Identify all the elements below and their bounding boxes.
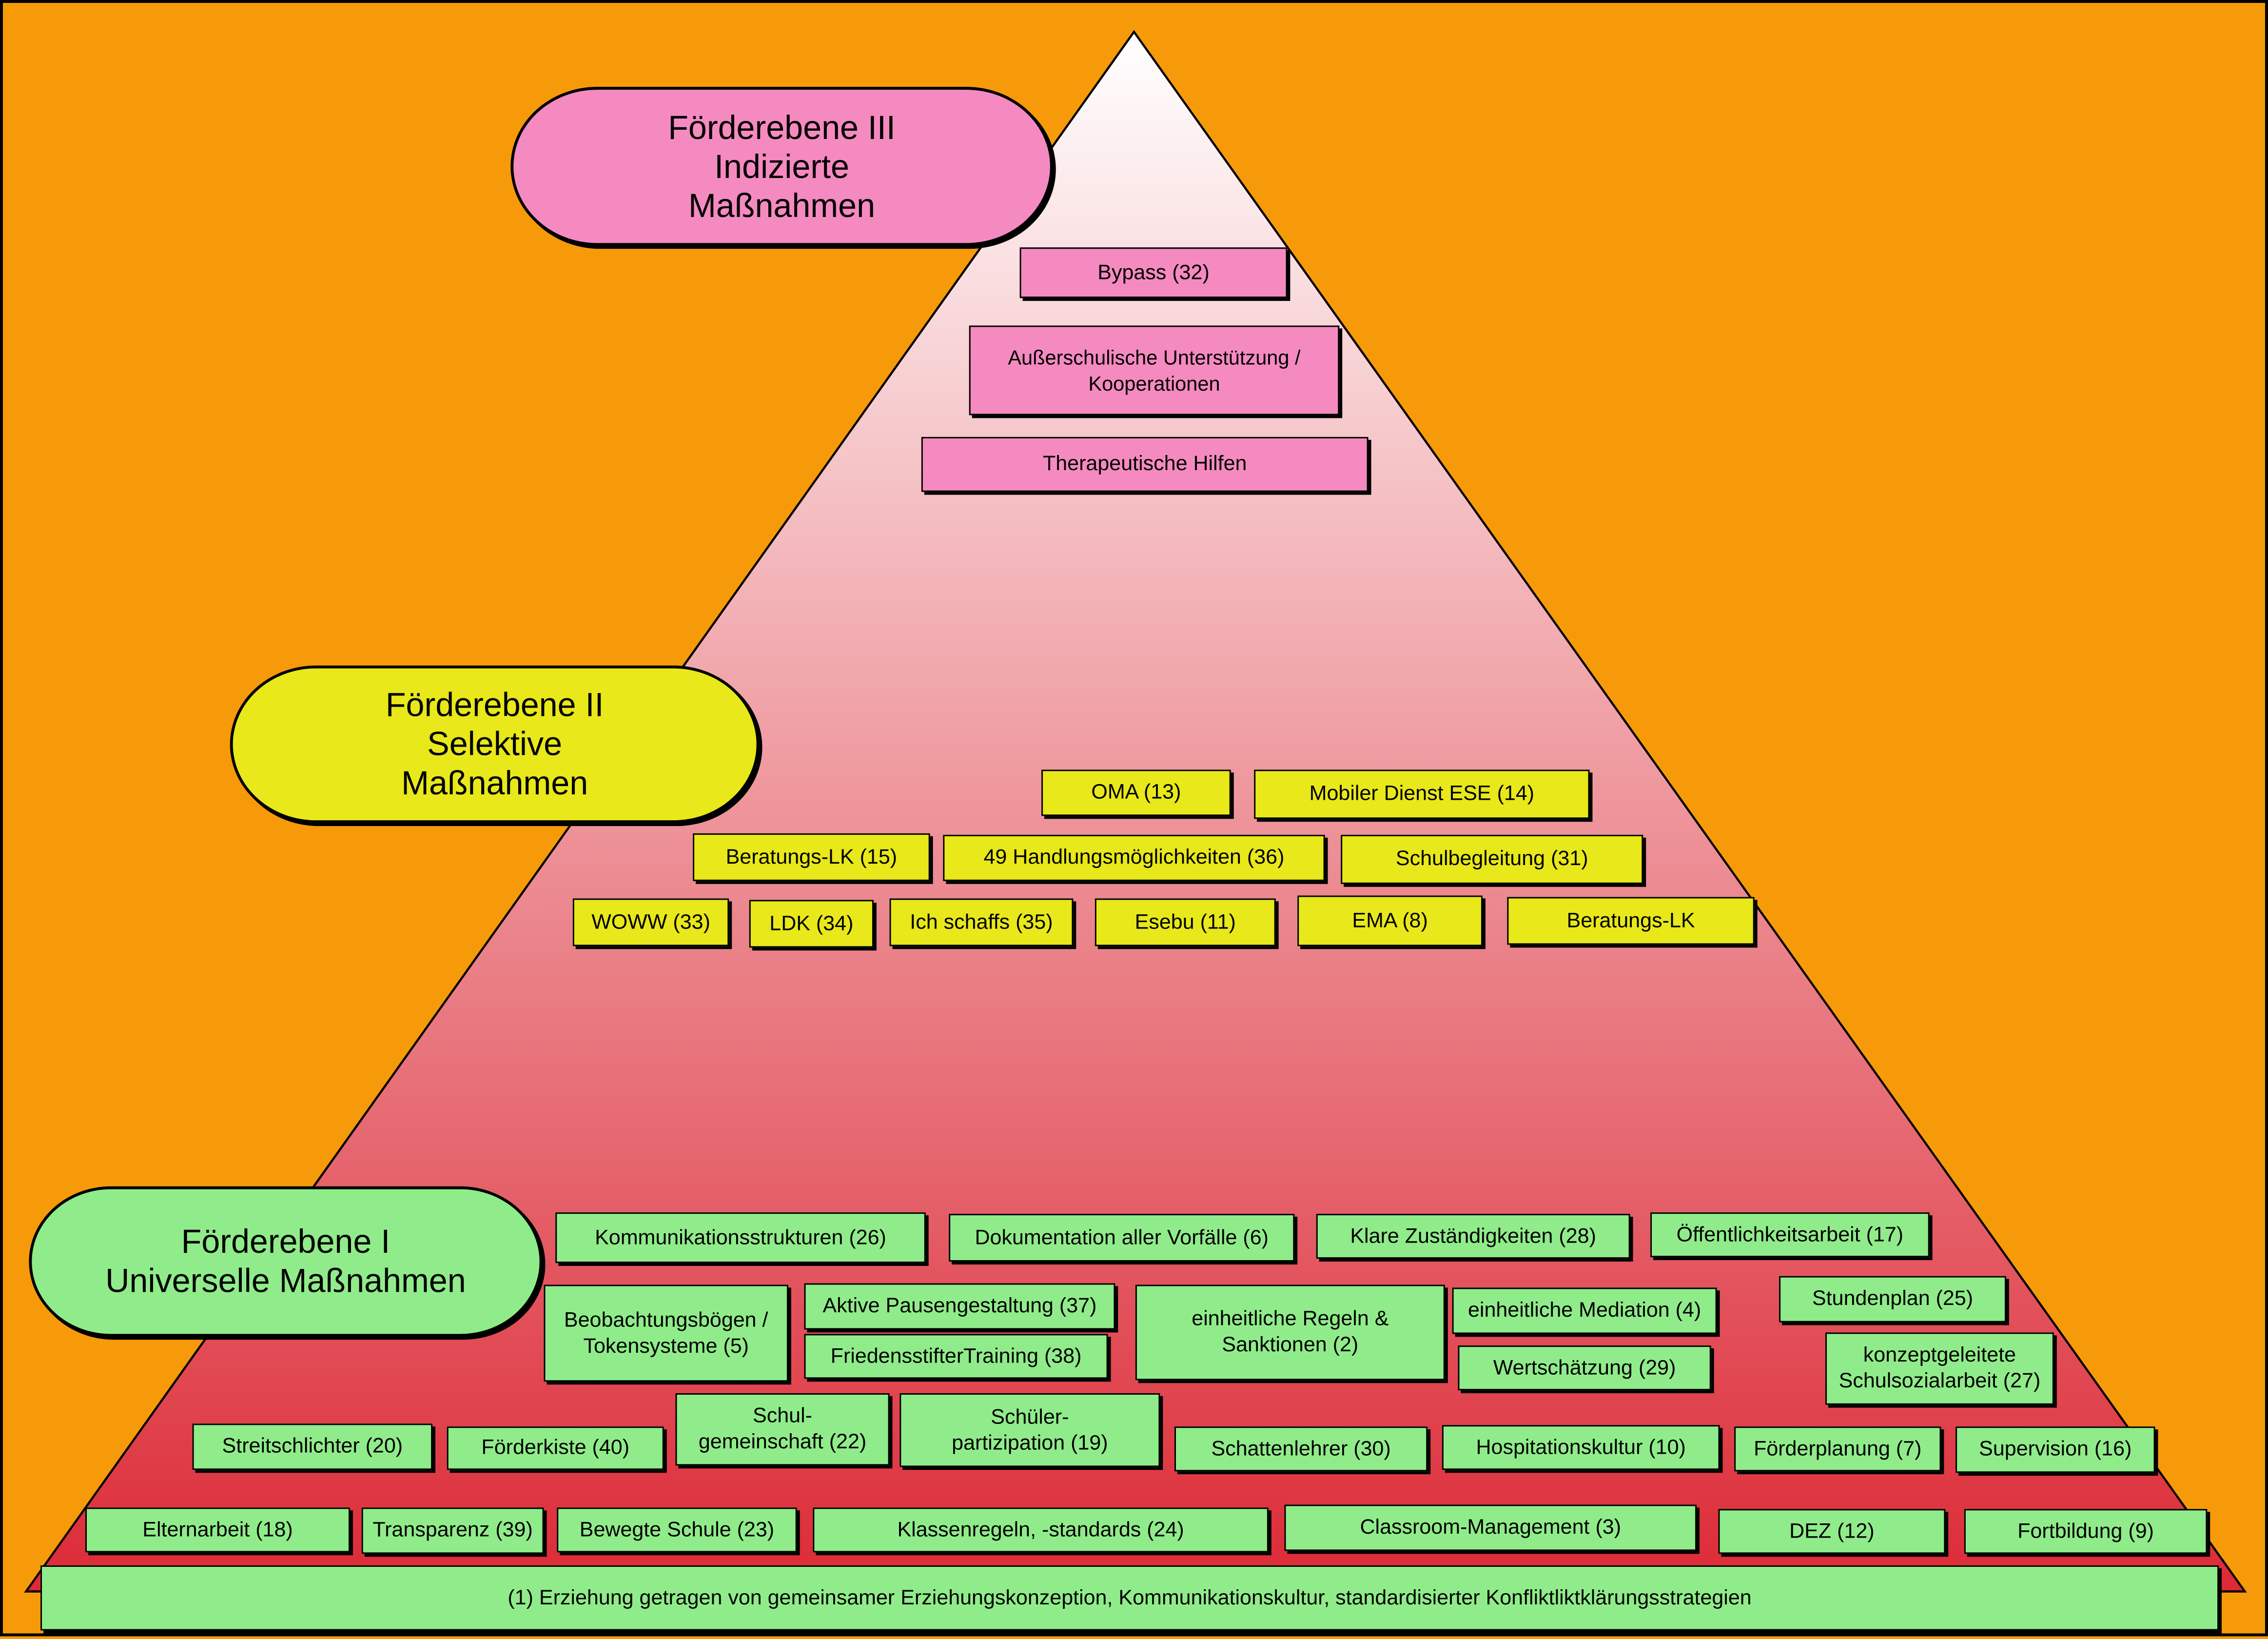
level1-item: Streitschlichter (20) [192,1423,433,1470]
level3-item: Therapeutische Hilfen [921,436,1369,492]
level1-item: Classroom-Management (3) [1284,1504,1697,1551]
level2-item: OMA (13) [1041,770,1231,816]
level1-item: Dokumentation aller Vorfälle (6) [949,1214,1295,1262]
level1-item: DEZ (12) [1718,1509,1946,1554]
level1-item: Fortbildung (9) [1964,1509,2208,1554]
level3-item: Außerschulische Unterstützung / Kooperat… [969,325,1340,415]
level1-label: Förderebene I Universelle Maßnahmen [29,1186,543,1337]
level2-item: EMA (8) [1297,895,1483,947]
level1-item: konzeptgeleitete Schulsozialarbeit (27) [1825,1332,2054,1405]
level1-item: Wertschätzung (29) [1458,1345,1711,1391]
level1-item: Stundenplan (25) [1779,1276,2006,1323]
level2-item: WOWW (33) [572,898,729,947]
level1-item: Hospitationskultur (10) [1442,1425,1720,1470]
level1-item: einheitliche Regeln & Sanktionen (2) [1135,1284,1445,1381]
level2-item: 49 Handlungsmöglichkeiten (36) [943,834,1325,881]
level2-item: Esebu (11) [1095,898,1276,947]
level1-item: Förderkiste (40) [447,1426,664,1470]
level1-item: Bewegte Schule (23) [557,1507,797,1553]
level1-item: Elternarbeit (18) [85,1507,350,1553]
level1-item: Schul- gemeinschaft (22) [675,1393,890,1466]
level1-item: einheitliche Mediation (4) [1452,1287,1717,1334]
level1-item: Klare Zuständigkeiten (28) [1316,1214,1630,1259]
level1-item: Beobachtungsbögen / Tokensysteme (5) [544,1284,788,1382]
foundation-bar: (1) Erziehung getragen von gemeinsamer E… [40,1565,2219,1631]
level2-item: Schulbegleitung (31) [1341,834,1643,884]
level1-item: Kommunikationsstrukturen (26) [555,1212,926,1264]
level2-item: Mobiler Dienst ESE (14) [1254,770,1590,819]
level2-item: Beratungs-LK [1507,897,1755,945]
level1-item: FriedensstifterTraining (38) [804,1334,1108,1379]
level2-item: LDK (34) [749,900,874,948]
level2-label: Förderebene II Selektive Maßnahmen [230,665,760,824]
level2-item: Beratungs-LK (15) [693,833,930,881]
level3-label: Förderebene III Indizierte Maßnahmen [510,87,1053,246]
level1-item: Transparenz (39) [361,1507,544,1554]
level1-item: Supervision (16) [1955,1426,2155,1473]
level3-item: Bypass (32) [1019,247,1288,298]
level2-item: Ich schaffs (35) [889,898,1074,947]
level1-item: Klassenregeln, -standards (24) [813,1507,1269,1553]
level1-item: Aktive Pausengestaltung (37) [804,1283,1115,1330]
level1-item: Öffentlichkeitsarbeit (17) [1650,1212,1930,1258]
level1-item: Förderplanung (7) [1734,1426,1941,1472]
level1-item: Schattenlehrer (30) [1174,1426,1428,1472]
level1-item: Schüler- partizipation (19) [899,1393,1160,1467]
